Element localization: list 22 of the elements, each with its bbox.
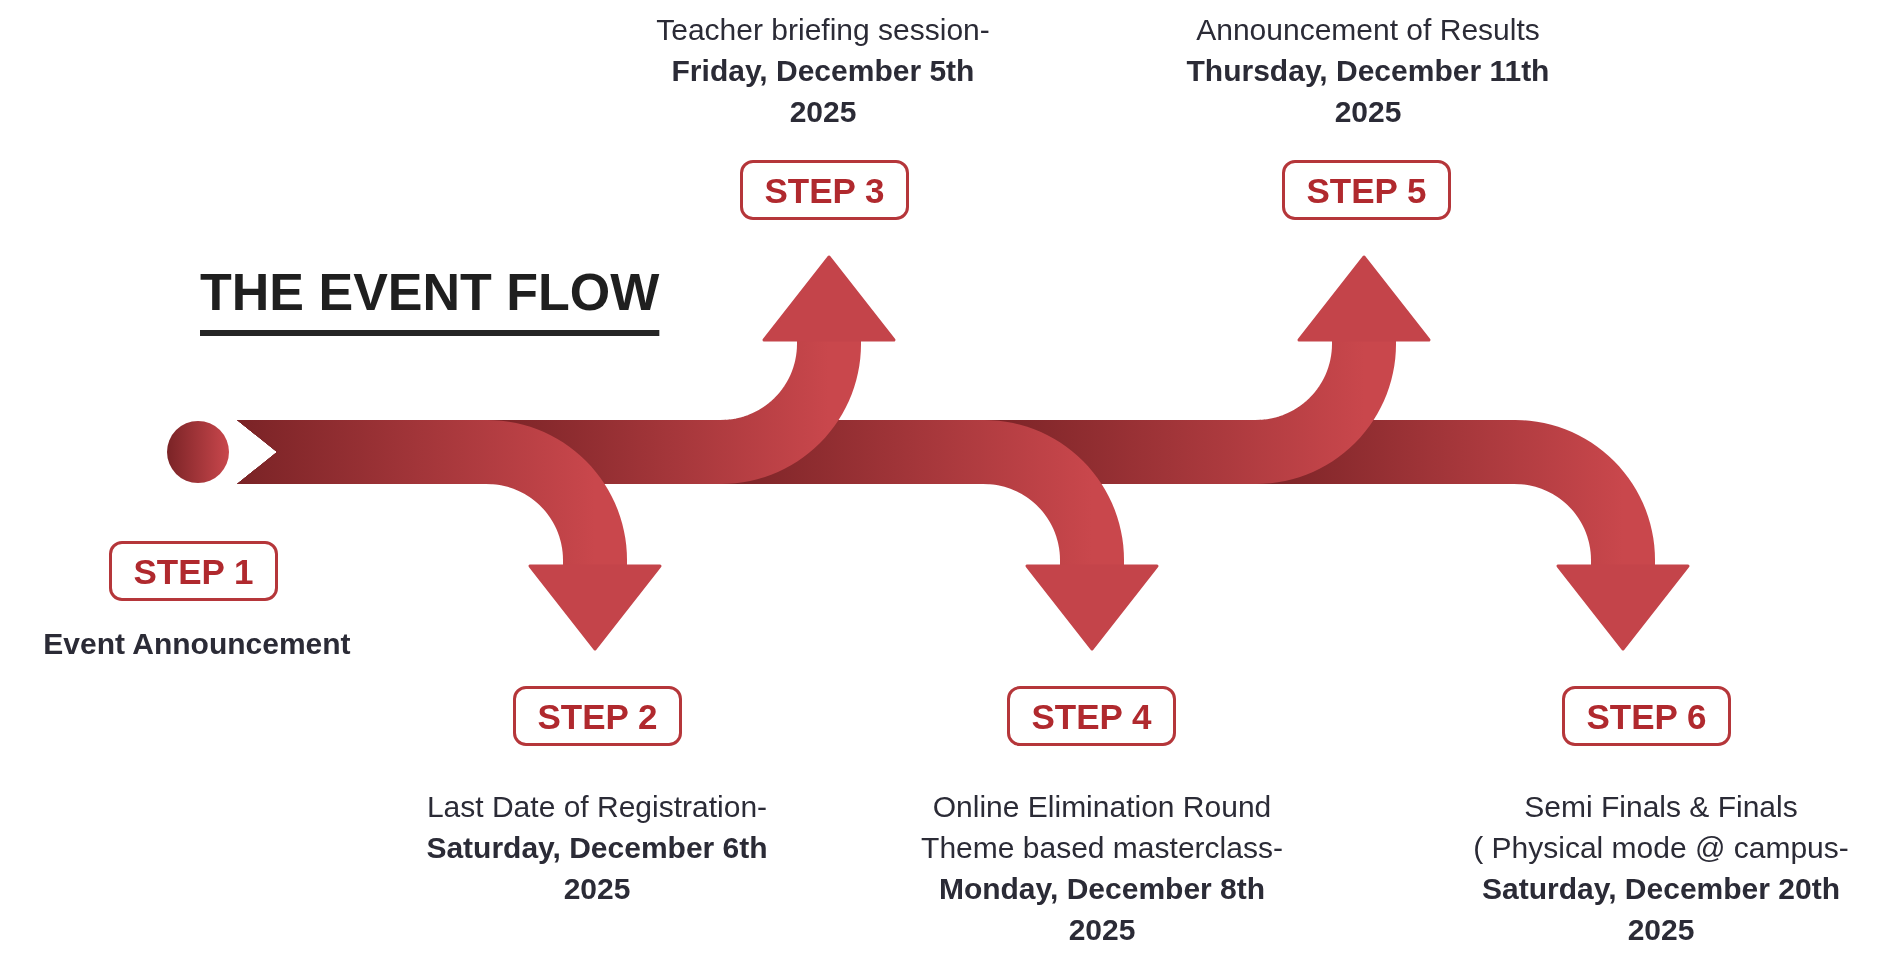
step-description: Online Elimination Round	[932, 789, 1272, 825]
step-date: Friday, December 5th 2025	[670, 53, 976, 130]
start-dot	[167, 421, 229, 483]
step-description: Teacher briefing session-	[656, 12, 990, 48]
step-description: Event Announcement	[43, 626, 351, 662]
step-box: STEP 6	[1562, 686, 1731, 746]
step-description: Theme based masterclass-	[921, 830, 1283, 866]
step-date: Thursday, December 11th 2025	[1185, 53, 1551, 130]
flow-arrow	[237, 420, 662, 651]
step-box: STEP 4	[1007, 686, 1176, 746]
step-date: Saturday, December 20th 2025	[1481, 871, 1841, 948]
step-box: STEP 1	[109, 541, 278, 601]
step-date: Monday, December 8th 2025	[937, 871, 1267, 948]
step-box: STEP 3	[740, 160, 909, 220]
step-description: ( Physical mode @ campus-	[1473, 830, 1849, 866]
step-description: Semi Finals & Finals	[1524, 789, 1798, 825]
diagram-title: THE EVENT FLOW	[200, 266, 660, 318]
step-date: Saturday, December 6th 2025	[425, 830, 769, 907]
step-box: STEP 5	[1282, 160, 1451, 220]
step-description: Announcement of Results	[1196, 12, 1540, 48]
step-box: STEP 2	[513, 686, 682, 746]
step-description: Last Date of Registration-	[426, 789, 768, 825]
